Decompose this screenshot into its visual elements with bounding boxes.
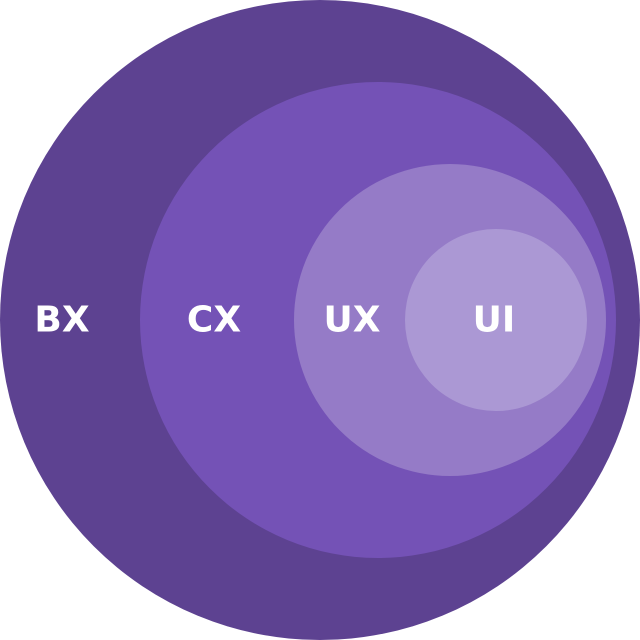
bx-label: BX [34, 300, 89, 341]
ui-label: UI [473, 300, 516, 341]
ui-circle [405, 229, 587, 411]
cx-label: CX [187, 300, 241, 341]
ux-label: UX [324, 300, 381, 341]
